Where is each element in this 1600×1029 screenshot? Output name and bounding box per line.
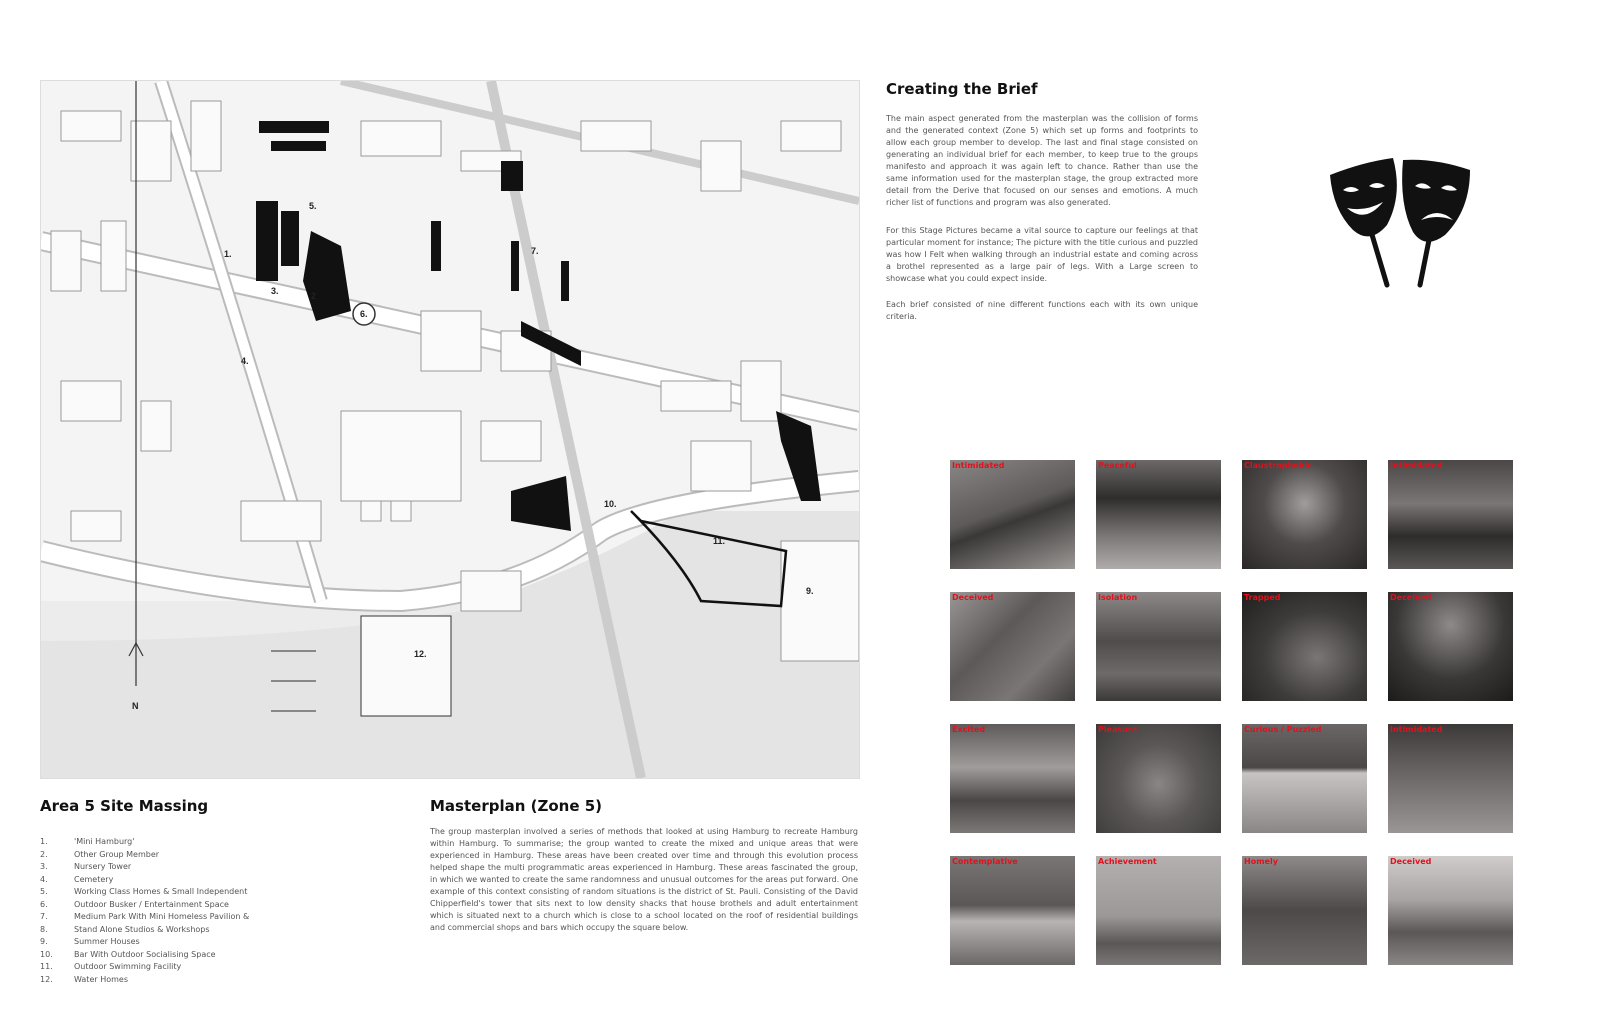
emotion-photo: Excited: [950, 724, 1075, 833]
legend-item: 9.Summer Houses: [40, 937, 140, 946]
legend-item: 12.Water Homes: [40, 974, 128, 984]
site-massing-map: 1. 2 3. 4. 5. 6. 7. 9. 10. 11. 12. N: [40, 80, 860, 779]
legend-item: 6.Outdoor Busker / Entertainment Space: [40, 899, 229, 909]
legend-item: 3.Nursery Tower: [40, 862, 132, 871]
map-label-1: 1.: [224, 249, 232, 259]
emotion-photo: Contemplative: [950, 856, 1075, 965]
emotion-label: Deceived: [1390, 593, 1432, 602]
brief-paragraph: The main aspect generated from the maste…: [886, 114, 1198, 207]
map-label-3: 3.: [271, 286, 279, 296]
emotion-photo: Intimidated: [1388, 460, 1513, 569]
north-label: N: [132, 701, 139, 711]
masterplan-title: Masterplan (Zone 5): [430, 797, 603, 815]
legend-item: 11.Outdoor Swimming Facility: [40, 962, 182, 971]
emotion-label: Homely: [1244, 857, 1278, 866]
legend-item: 7.Medium Park With Mini Homeless Pavilio…: [40, 912, 250, 921]
emotion-label: Curious / Puzzled: [1244, 725, 1322, 734]
emotion-label: Achievement: [1098, 857, 1157, 866]
emotion-photo: Peaceful: [1096, 460, 1221, 569]
map-label-2: 2: [311, 291, 317, 301]
emotion-label: Intimidated: [1390, 725, 1443, 734]
site-massing-title: Area 5 Site Massing: [40, 797, 209, 815]
emotion-photo: Deceived: [1388, 592, 1513, 701]
legend-item: 10.Bar With Outdoor Socialising Space: [40, 949, 216, 959]
emotion-photo: Intimidated: [1388, 724, 1513, 833]
map-label-5: 5.: [309, 201, 317, 211]
emotion-label: Intimidated: [1390, 461, 1443, 470]
emotion-photo: Deceived: [1388, 856, 1513, 965]
emotion-photo: Trapped: [1242, 592, 1367, 701]
masterplan-body: The group masterplan involved a series o…: [430, 827, 858, 932]
map-label-9: 9.: [806, 586, 814, 596]
map-label-12: 12.: [414, 649, 427, 659]
map-label-7: 7.: [531, 246, 539, 256]
legend-item: 8.Stand Alone Studios & Workshops: [40, 924, 210, 934]
legend-item: 2.Other Group Member: [40, 849, 160, 859]
brief-title: Creating the Brief: [886, 80, 1038, 98]
emotion-label: Deceived: [952, 593, 994, 602]
emotion-photo-grid: Intimidated Peaceful Claustrophobic Inti…: [950, 460, 1515, 965]
theatre-masks-icon: [1325, 150, 1475, 290]
emotion-label: Contemplative: [952, 857, 1018, 866]
emotion-label: Intimidated: [952, 461, 1005, 470]
brief-paragraph: For this Stage Pictures became a vital s…: [886, 226, 1198, 283]
emotion-photo: Isolation: [1096, 592, 1221, 701]
legend-item: 4.Cemetery: [40, 874, 114, 884]
emotion-photo: Deceived: [950, 592, 1075, 701]
map-label-10: 10.: [604, 499, 617, 509]
legend-item: 1.'Mini Hamburg': [40, 837, 135, 846]
map-label-4: 4.: [241, 356, 249, 366]
emotion-photo: Homely: [1242, 856, 1367, 965]
emotion-label: Excited: [952, 725, 986, 734]
emotion-label: Pleasure: [1098, 725, 1138, 734]
emotion-label: Deceived: [1390, 857, 1432, 866]
emotion-photo: Pleasure: [1096, 724, 1221, 833]
emotion-label: Peaceful: [1098, 461, 1137, 470]
site-massing-legend: 1.'Mini Hamburg' 2.Other Group Member 3.…: [40, 836, 370, 986]
site-plan-drawing: [41, 81, 859, 778]
emotion-photo: Curious / Puzzled: [1242, 724, 1367, 833]
emotion-photo: Claustrophobic: [1242, 460, 1367, 569]
emotion-label: Claustrophobic: [1244, 461, 1312, 470]
brief-paragraph: Each brief consisted of nine different f…: [886, 300, 1198, 321]
map-label-6: 6.: [360, 309, 368, 319]
legend-item: 5.Working Class Homes & Small Independen…: [40, 887, 248, 896]
map-label-11: 11.: [713, 536, 726, 546]
emotion-label: Isolation: [1098, 593, 1138, 602]
emotion-photo: Achievement: [1096, 856, 1221, 965]
emotion-label: Trapped: [1244, 593, 1281, 602]
emotion-photo: Intimidated: [950, 460, 1075, 569]
